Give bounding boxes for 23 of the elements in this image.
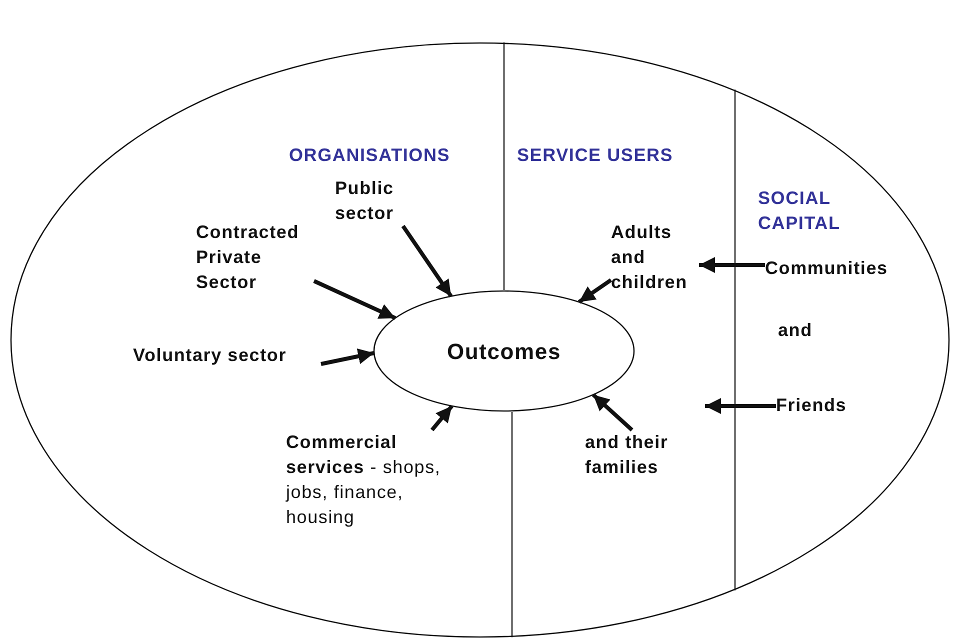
arrow	[401, 224, 453, 298]
node-text: and	[778, 319, 812, 342]
outcome-ellipse	[373, 290, 635, 412]
arrow	[699, 257, 765, 273]
node-text: and their families	[585, 430, 685, 480]
section-heading: SERVICE USERS	[517, 144, 674, 167]
node-text: Friends	[776, 393, 866, 418]
node-text: Public sector	[335, 176, 415, 226]
arrow	[320, 348, 374, 366]
node-text: Communities	[765, 256, 915, 281]
node-text: Adults and children	[611, 220, 699, 295]
node-text: Outcomes	[447, 338, 561, 364]
arrow	[592, 393, 634, 432]
node-text: Commercial services - shops, jobs, finance, housing	[286, 430, 464, 530]
node-text: Voluntary sector	[133, 343, 321, 368]
section-heading: SOCIAL CAPITAL	[758, 187, 842, 235]
section-heading: ORGANISATIONS	[289, 144, 450, 167]
arrow	[430, 404, 454, 432]
arrow	[578, 278, 612, 304]
arrow	[313, 279, 396, 320]
outer-ellipse	[10, 42, 950, 638]
arrow	[705, 398, 776, 414]
node-text: Contracted Private Sector	[196, 220, 314, 295]
